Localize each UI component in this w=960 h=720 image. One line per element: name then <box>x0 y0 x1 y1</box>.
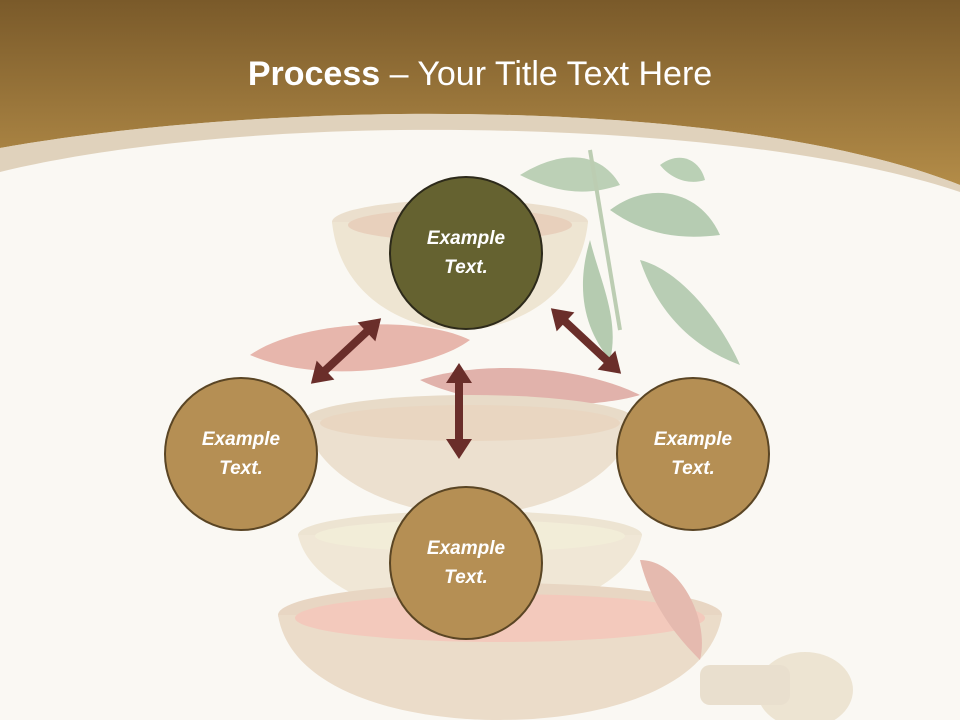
process-node-bottom[interactable]: Example Text. <box>389 486 543 640</box>
process-node-left[interactable]: Example Text. <box>164 377 318 531</box>
header-band <box>0 0 960 192</box>
process-node-top[interactable]: Example Text. <box>389 176 543 330</box>
title-rest: – Your Title Text Here <box>380 55 713 93</box>
process-node-right[interactable]: Example Text. <box>616 377 770 531</box>
title-bold: Process <box>247 55 381 93</box>
page-title: Process – Your Title Text Here <box>0 52 960 96</box>
